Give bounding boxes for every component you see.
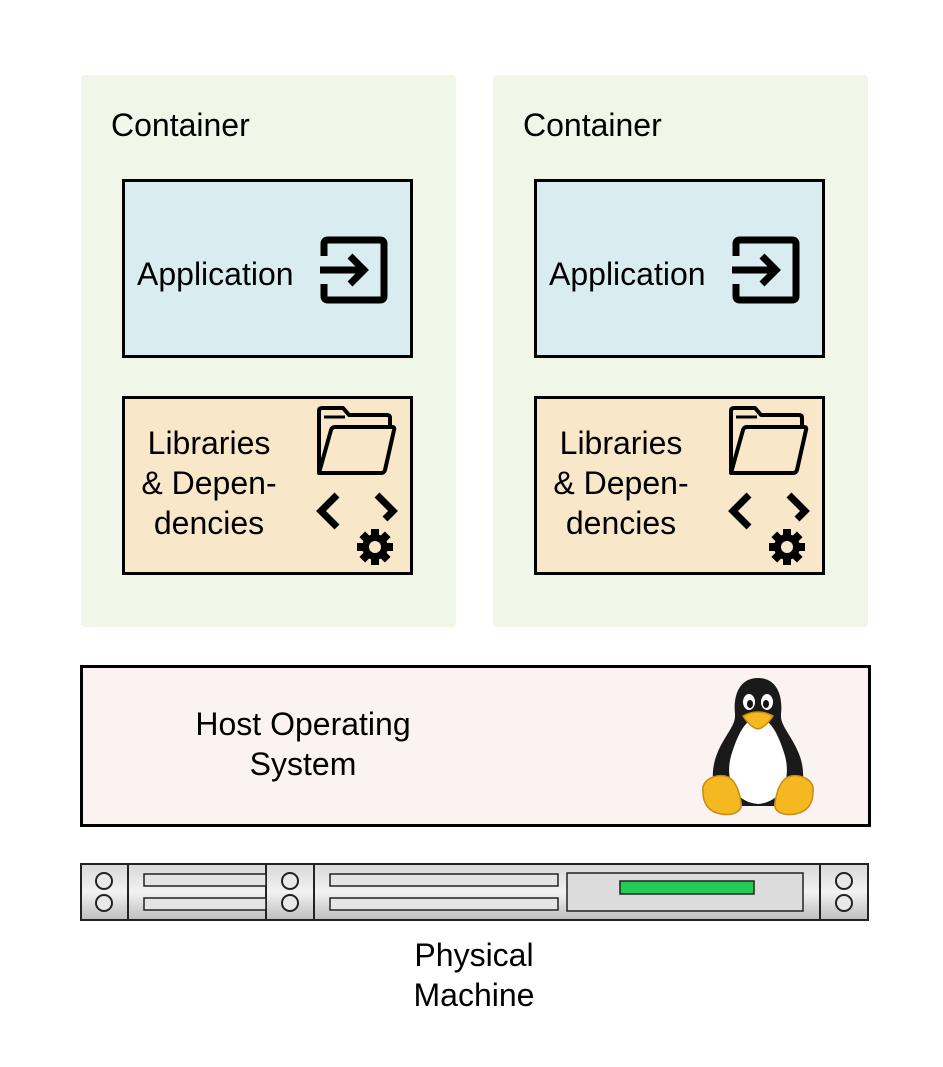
container-title: Container bbox=[523, 107, 662, 143]
libraries-box: Libraries & Depen- dencies bbox=[534, 396, 825, 575]
application-label: Application bbox=[549, 256, 706, 292]
application-box: Application bbox=[122, 179, 413, 358]
physical-machine-label: Physical Machine bbox=[374, 935, 574, 1015]
container-left: Container Application Libraries & Depen-… bbox=[81, 75, 456, 627]
exit-arrow-icon bbox=[320, 236, 388, 304]
host-os-label: Host Operating System bbox=[183, 704, 423, 784]
libraries-label-line3: dencies bbox=[153, 505, 265, 541]
libraries-label-line1: Libraries bbox=[147, 425, 271, 461]
physical-machine-label-line1: Physical bbox=[414, 937, 534, 973]
exit-arrow-icon bbox=[732, 236, 800, 304]
libraries-label-line1: Libraries bbox=[559, 425, 683, 461]
application-label: Application bbox=[137, 256, 294, 292]
libraries-label-line2: & Depen- bbox=[553, 465, 689, 501]
host-os-box: Host Operating System bbox=[80, 665, 871, 827]
folder-icon bbox=[317, 406, 397, 475]
libraries-label: Libraries & Depen- dencies bbox=[541, 423, 701, 543]
code-gear-icon bbox=[316, 492, 398, 565]
folder-icon bbox=[729, 406, 809, 475]
libraries-box: Libraries & Depen- dencies bbox=[122, 396, 413, 575]
application-box: Application bbox=[534, 179, 825, 358]
code-gear-icon bbox=[728, 492, 810, 565]
container-right: Container Application Libraries & Depen-… bbox=[493, 75, 868, 627]
host-os-label-line1: Host Operating bbox=[195, 706, 411, 742]
physical-machine-label-line2: Machine bbox=[413, 977, 535, 1013]
libraries-label: Libraries & Depen- dencies bbox=[129, 423, 289, 543]
host-os-label-line2: System bbox=[249, 746, 357, 782]
libraries-label-line2: & Depen- bbox=[141, 465, 277, 501]
rack-server-icon bbox=[80, 863, 869, 921]
container-title: Container bbox=[111, 107, 250, 143]
tux-penguin-icon bbox=[702, 678, 814, 816]
libraries-label-line3: dencies bbox=[565, 505, 677, 541]
